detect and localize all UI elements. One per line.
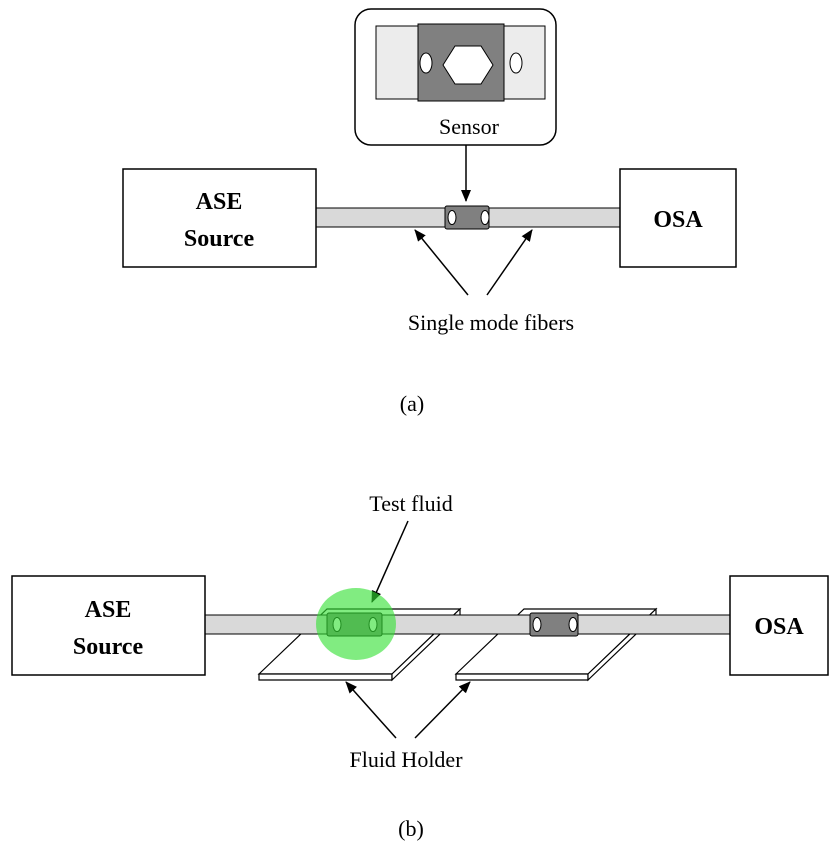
osa-box-a: OSA <box>619 168 737 268</box>
fiber-b-right <box>574 614 731 635</box>
ase-source-label-a-line2: Source <box>184 226 255 252</box>
fiber-a-right <box>483 207 621 228</box>
ase-source-box-b: ASE Source <box>11 575 206 676</box>
ase-source-label-a-line1: ASE <box>196 189 243 215</box>
panel-b: Test fluid <box>11 491 829 841</box>
holder-arrow-left <box>345 681 397 739</box>
osa-label-b: OSA <box>754 614 804 640</box>
fiber-b-left <box>204 614 332 635</box>
fiber-arrow-left <box>414 229 469 296</box>
ase-source-label-b-line1: ASE <box>85 597 132 623</box>
sensor-inset: Sensor <box>354 8 557 146</box>
osa-box-b: OSA <box>729 575 829 676</box>
ase-source-label-b-line2: Source <box>73 634 144 660</box>
panel-a: Sensor ASE Source OSA Single mode fibers <box>122 8 737 416</box>
osa-label-a: OSA <box>653 207 703 233</box>
caption-a: (a) <box>400 391 424 416</box>
sensor-inset-label: Sensor <box>439 114 500 139</box>
ase-source-box-a: ASE Source <box>122 168 317 268</box>
sensor-inset-hexagon-cavity <box>442 45 494 85</box>
sensor-inset-hole-left <box>419 52 433 74</box>
sensor-element-b-reference <box>529 612 579 637</box>
sensor-inset-fiber-right <box>502 25 546 100</box>
fiber-b-middle <box>377 614 534 635</box>
fluid-holder-label: Fluid Holder <box>349 747 463 772</box>
fiber-arrow-right <box>486 229 533 296</box>
sensor-inset-fiber-left <box>375 25 419 100</box>
test-fluid-arrow <box>371 520 409 603</box>
single-mode-fibers-label: Single mode fibers <box>408 310 574 335</box>
caption-b: (b) <box>398 816 424 841</box>
sensor-element-a <box>444 205 490 230</box>
fiber-a-left <box>315 207 451 228</box>
test-fluid-label: Test fluid <box>369 491 452 516</box>
sensor-inset-hole-right <box>509 52 523 74</box>
test-fluid-droplet <box>316 588 396 660</box>
holder-arrow-right <box>414 681 471 739</box>
